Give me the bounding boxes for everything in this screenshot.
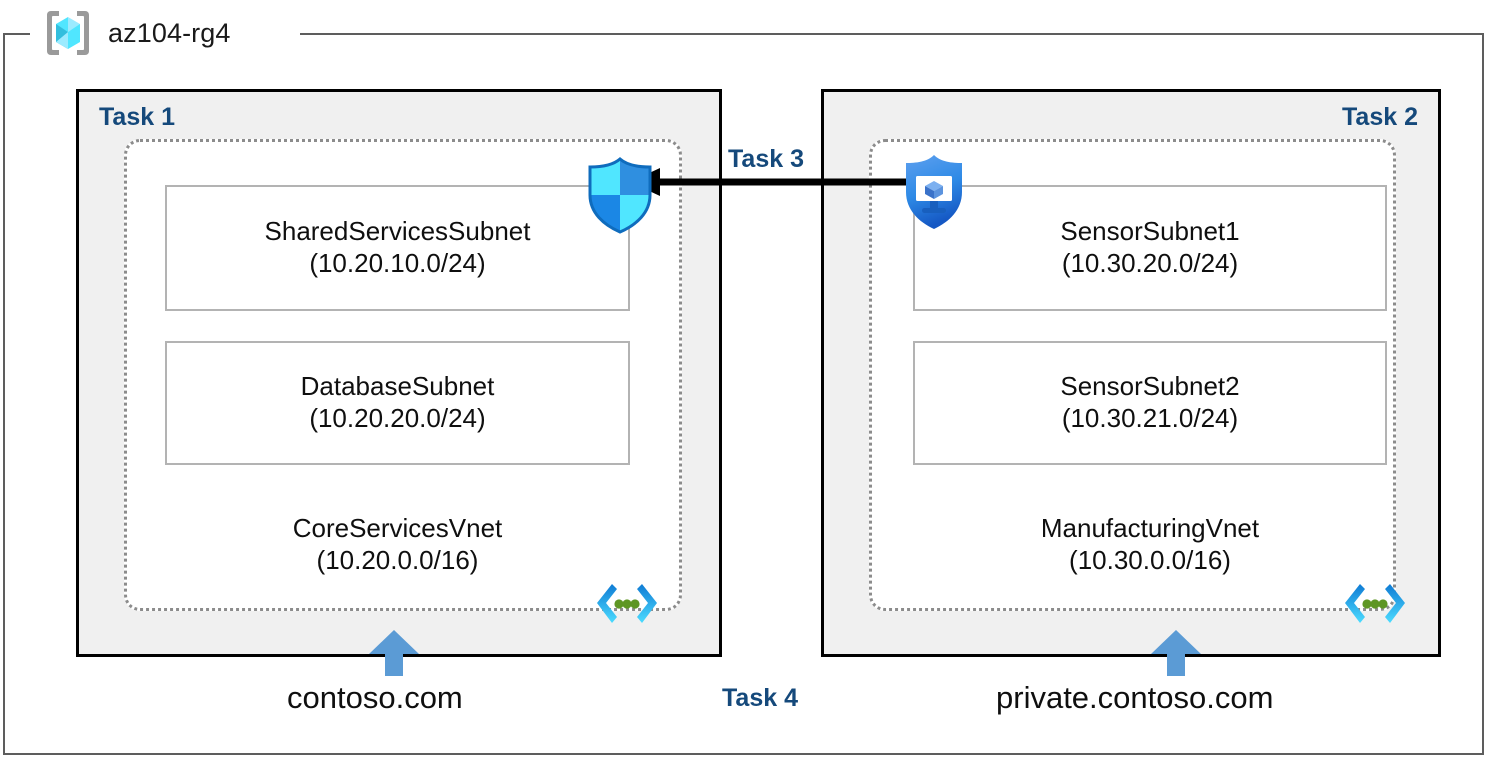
virtual-network-icon — [1342, 580, 1408, 628]
task-3-label: Task 3 — [722, 145, 810, 174]
network-security-group-shield-icon — [580, 155, 660, 235]
resource-group-cube-icon — [40, 5, 96, 61]
resource-group-frame — [3, 33, 1484, 755]
virtual-network-icon — [594, 580, 660, 628]
vnet-cidr: (10.30.0.0/16) — [1069, 544, 1231, 575]
manufacturing-vnet-caption: ManufacturingVnet (10.30.0.0/16) — [913, 513, 1387, 576]
vnet-cidr: (10.20.0.0/16) — [316, 544, 479, 575]
subnet-sensor-2: SensorSubnet2 (10.30.21.0/24) — [913, 341, 1387, 465]
vnet-name: ManufacturingVnet — [1040, 513, 1260, 543]
subnet-name: SensorSubnet2 — [1060, 371, 1240, 402]
blue-up-arrow-icon — [1151, 630, 1201, 676]
resource-group-name: az104-rg4 — [108, 17, 231, 48]
subnet-name: SensorSubnet1 — [1060, 216, 1240, 247]
subnet-cidr: (10.20.10.0/24) — [309, 248, 486, 278]
subnet-name: SharedServicesSubnet — [264, 216, 531, 247]
blue-up-arrow-icon — [369, 630, 419, 676]
task-2-label: Task 2 — [1342, 103, 1418, 131]
subnet-shared-services: SharedServicesSubnet (10.20.10.0/24) — [165, 185, 630, 311]
subnet-name: DatabaseSubnet — [300, 371, 495, 402]
dns-zone-private-contoso-label: private.contoso.com — [996, 680, 1274, 715]
subnet-cidr: (10.30.21.0/24) — [1061, 403, 1239, 433]
resource-group-header: az104-rg4 — [40, 5, 230, 61]
core-services-vnet-caption: CoreServicesVnet (10.20.0.0/16) — [165, 513, 630, 576]
private-link-shield-icon — [897, 152, 971, 232]
subnet-sensor-1: SensorSubnet1 (10.30.20.0/24) — [913, 185, 1387, 311]
dns-zone-contoso-label: contoso.com — [287, 680, 463, 715]
subnet-cidr: (10.20.20.0/24) — [309, 403, 486, 433]
task-1-label: Task 1 — [99, 103, 175, 131]
subnet-database: DatabaseSubnet (10.20.20.0/24) — [165, 341, 630, 465]
task-4-label: Task 4 — [722, 684, 798, 712]
subnet-cidr: (10.30.20.0/24) — [1061, 248, 1239, 278]
vnet-name: CoreServicesVnet — [292, 513, 503, 543]
